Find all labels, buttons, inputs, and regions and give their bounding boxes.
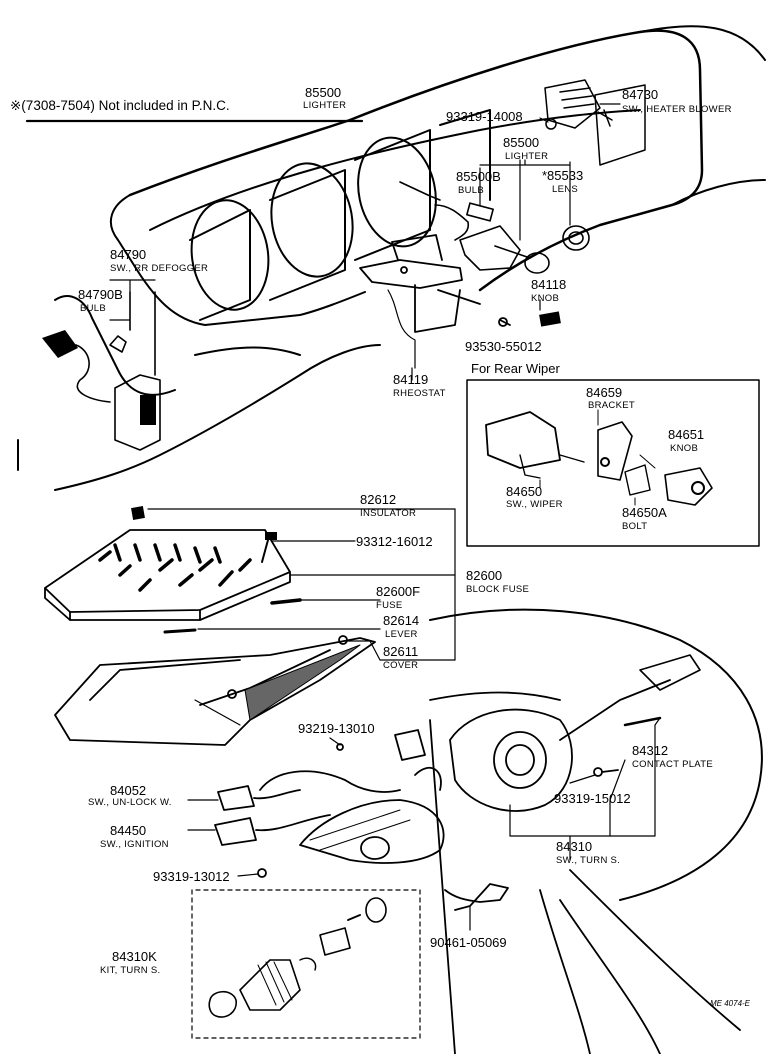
label-84310K: 84310K xyxy=(112,949,157,964)
label-84119: 84119 xyxy=(393,372,429,387)
label-84052: 84052 xyxy=(110,783,147,798)
label-84450-name: SW., IGNITION xyxy=(100,839,169,850)
label-85500B-name: BULB xyxy=(458,185,485,196)
label-84310K-name: KIT, TURN S. xyxy=(100,965,161,976)
label-84730-name: SW., HEATER BLOWER xyxy=(622,104,732,115)
note-pnc: 85500 xyxy=(305,85,342,100)
label-84650A-name: BOLT xyxy=(622,521,648,532)
label-84790B-name: BULB xyxy=(80,303,107,314)
label-84650-name: SW., WIPER xyxy=(506,499,563,510)
label-82614: 82614 xyxy=(383,613,420,628)
label-93312-16012: 93312-16012 xyxy=(356,534,433,549)
label-82600F-name: FUSE xyxy=(376,600,403,611)
label-85533: *85533 xyxy=(542,168,584,183)
label-84450: 84450 xyxy=(110,823,147,838)
label-84651: 84651 xyxy=(668,427,705,442)
note-pnc-name: LIGHTER xyxy=(303,100,347,111)
label-93319-15012: 93319-15012 xyxy=(554,791,631,806)
label-84310-name: SW., TURN S. xyxy=(556,855,621,866)
note-text: ※(7308-7504) Not included in P.N.C. xyxy=(10,98,230,113)
label-82614-name: LEVER xyxy=(385,629,418,640)
label-93219-13010: 93219-13010 xyxy=(298,721,375,736)
label-84659-name: BRACKET xyxy=(588,400,635,411)
label-82612-name: INSULATOR xyxy=(360,508,417,519)
defogger-switch-drawing xyxy=(42,291,161,451)
label-85533-name: LENS xyxy=(552,184,579,195)
label-82600F: 82600F xyxy=(376,584,421,599)
label-84310: 84310 xyxy=(556,839,593,854)
block-fuse-drawing xyxy=(44,506,376,746)
label-84312-name: CONTACT PLATE xyxy=(632,759,713,770)
label-84119-name: RHEOSTAT xyxy=(393,388,446,399)
label-85500B: 85500B xyxy=(456,169,501,184)
label-90461-05069: 90461-05069 xyxy=(430,935,507,950)
label-82600-name: BLOCK FUSE xyxy=(466,584,530,595)
label-82612: 82612 xyxy=(360,492,397,507)
heater-blower-switch-drawing xyxy=(544,79,613,130)
label-82611: 82611 xyxy=(383,644,419,659)
steering-column-drawing xyxy=(214,608,763,1054)
label-93530-55012: 93530-55012 xyxy=(465,339,542,354)
label-85500: 85500 xyxy=(503,135,540,150)
label-84790: 84790 xyxy=(110,247,147,262)
label-84790-name: SW., RR DEFOGGER xyxy=(110,263,209,274)
rear-wiper-header: For Rear Wiper xyxy=(471,361,560,376)
label-84118-name: KNOB xyxy=(531,293,560,304)
label-82611-name: COVER xyxy=(383,660,419,671)
label-85500-name: LIGHTER xyxy=(505,151,549,162)
reference-code: ME 4074-E xyxy=(710,999,751,1008)
rear-wiper-box xyxy=(466,379,760,547)
label-82600: 82600 xyxy=(466,568,503,583)
label-84118: 84118 xyxy=(531,277,567,292)
label-84730: 84730 xyxy=(622,87,659,102)
leader-lines xyxy=(25,103,661,931)
label-84312: 84312 xyxy=(632,743,669,758)
label-84659: 84659 xyxy=(586,385,623,400)
label-84650A: 84650A xyxy=(622,505,667,520)
turn-signal-kit-box xyxy=(191,889,421,1039)
label-84651-name: KNOB xyxy=(670,443,699,454)
label-93319-13012: 93319-13012 xyxy=(153,869,230,884)
label-84052-name: SW., UN-LOCK W. xyxy=(88,797,172,808)
rheostat-drawing xyxy=(359,234,511,369)
label-84790B: 84790B xyxy=(78,287,123,302)
label-93319-14008: 93319-14008 xyxy=(446,109,523,124)
label-84650: 84650 xyxy=(506,484,543,499)
lighter-assembly-drawing xyxy=(399,159,590,327)
